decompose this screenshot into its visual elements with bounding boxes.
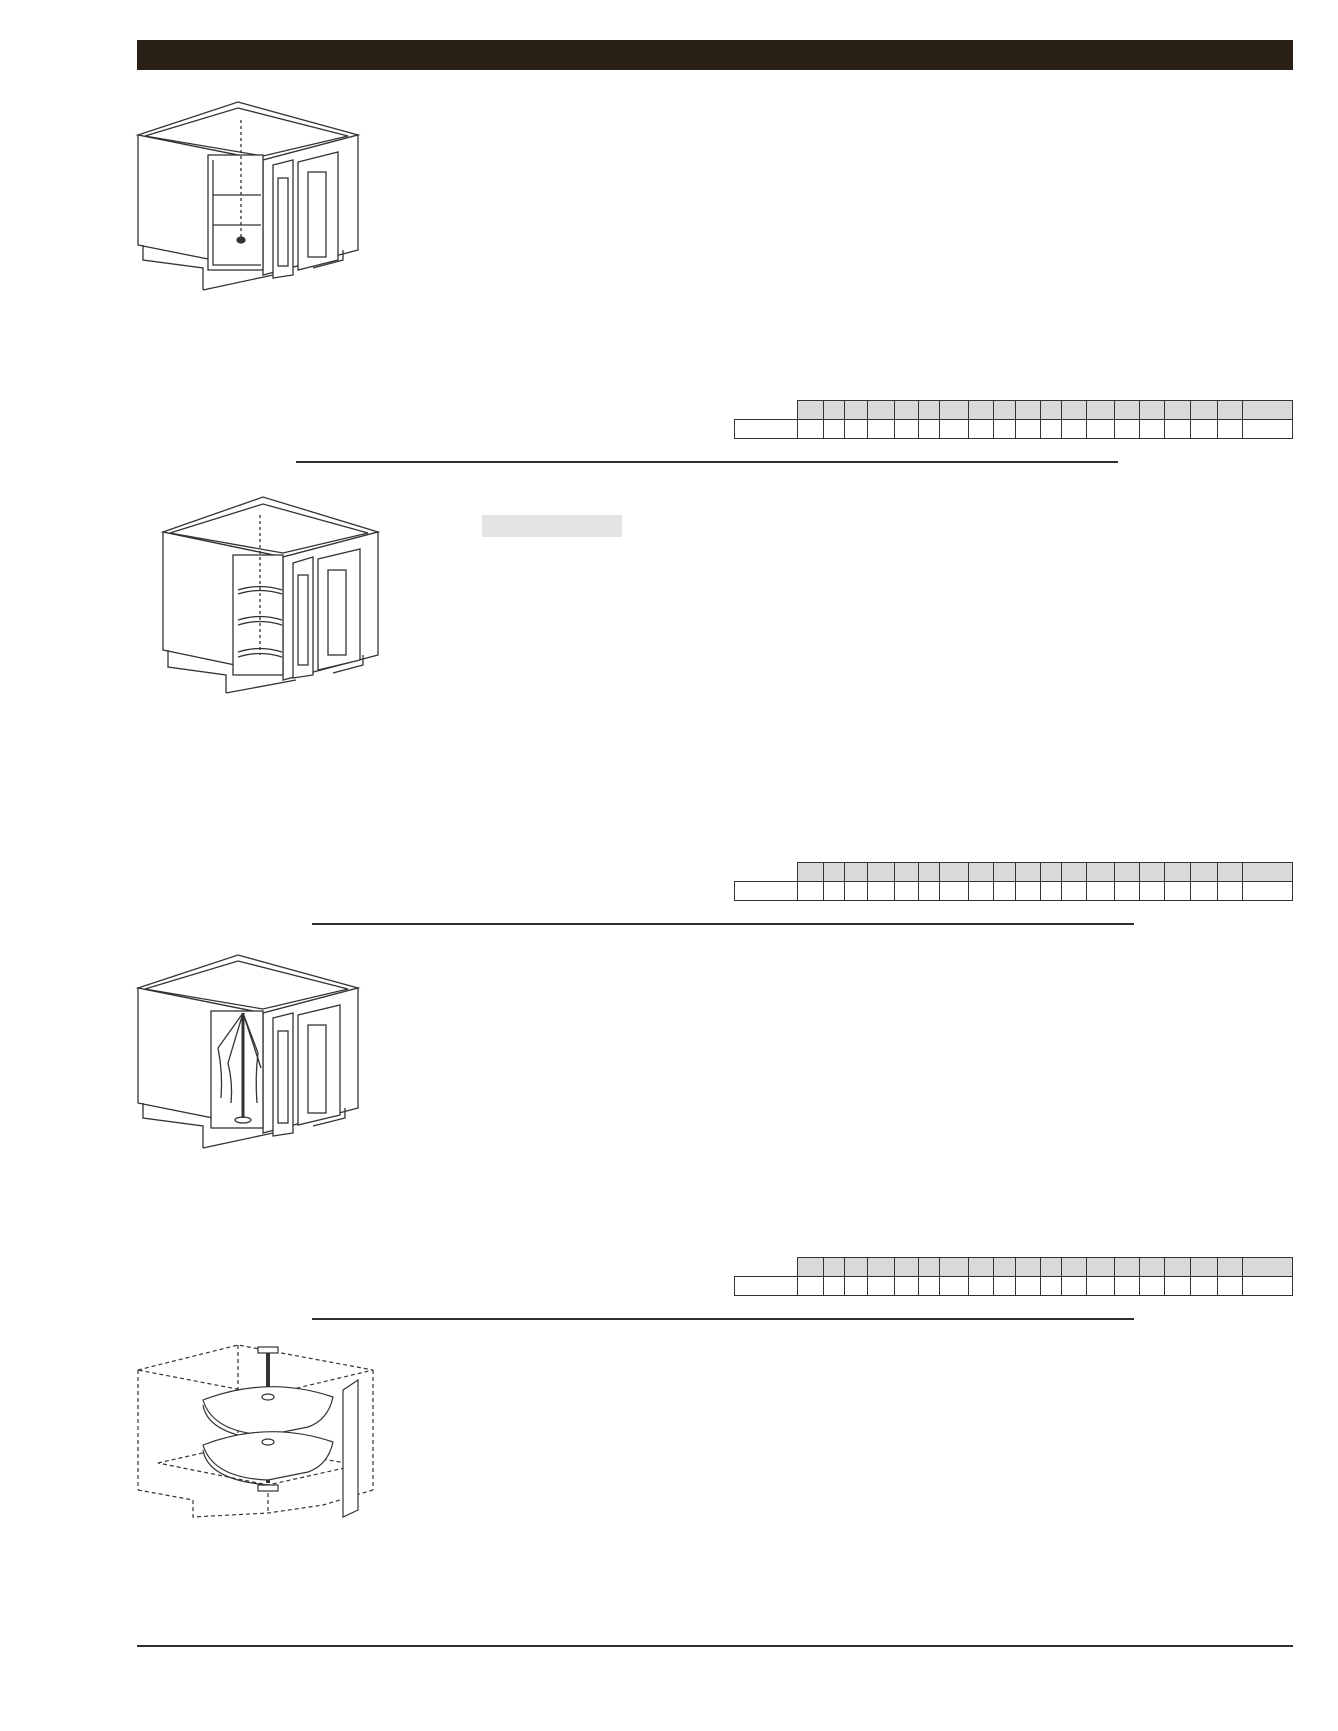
section-divider-2 <box>312 923 1134 925</box>
section-divider-1 <box>296 461 1118 463</box>
section-divider-3 <box>312 1318 1134 1320</box>
price-table-1 <box>733 400 1293 439</box>
footer-rule <box>137 1645 1293 1647</box>
price-table-header-row <box>733 862 1293 882</box>
corner-cabinet-wire-lazy-susan-drawing <box>158 495 388 695</box>
price-table-value-row <box>733 419 1293 439</box>
price-table-value-row <box>733 1276 1293 1296</box>
corner-cabinet-lazy-susan-drawing <box>133 100 369 300</box>
product-label-bar <box>482 515 622 537</box>
price-table-value-row <box>733 881 1293 901</box>
corner-cabinet-tilt-pole-drawing <box>133 953 369 1158</box>
price-table-2 <box>733 862 1293 901</box>
lazy-susan-insert-drawing <box>133 1335 393 1520</box>
price-table-header-row <box>733 1257 1293 1277</box>
price-table-3 <box>733 1257 1293 1296</box>
price-table-header-row <box>733 400 1293 420</box>
page-header-bar <box>137 40 1293 70</box>
